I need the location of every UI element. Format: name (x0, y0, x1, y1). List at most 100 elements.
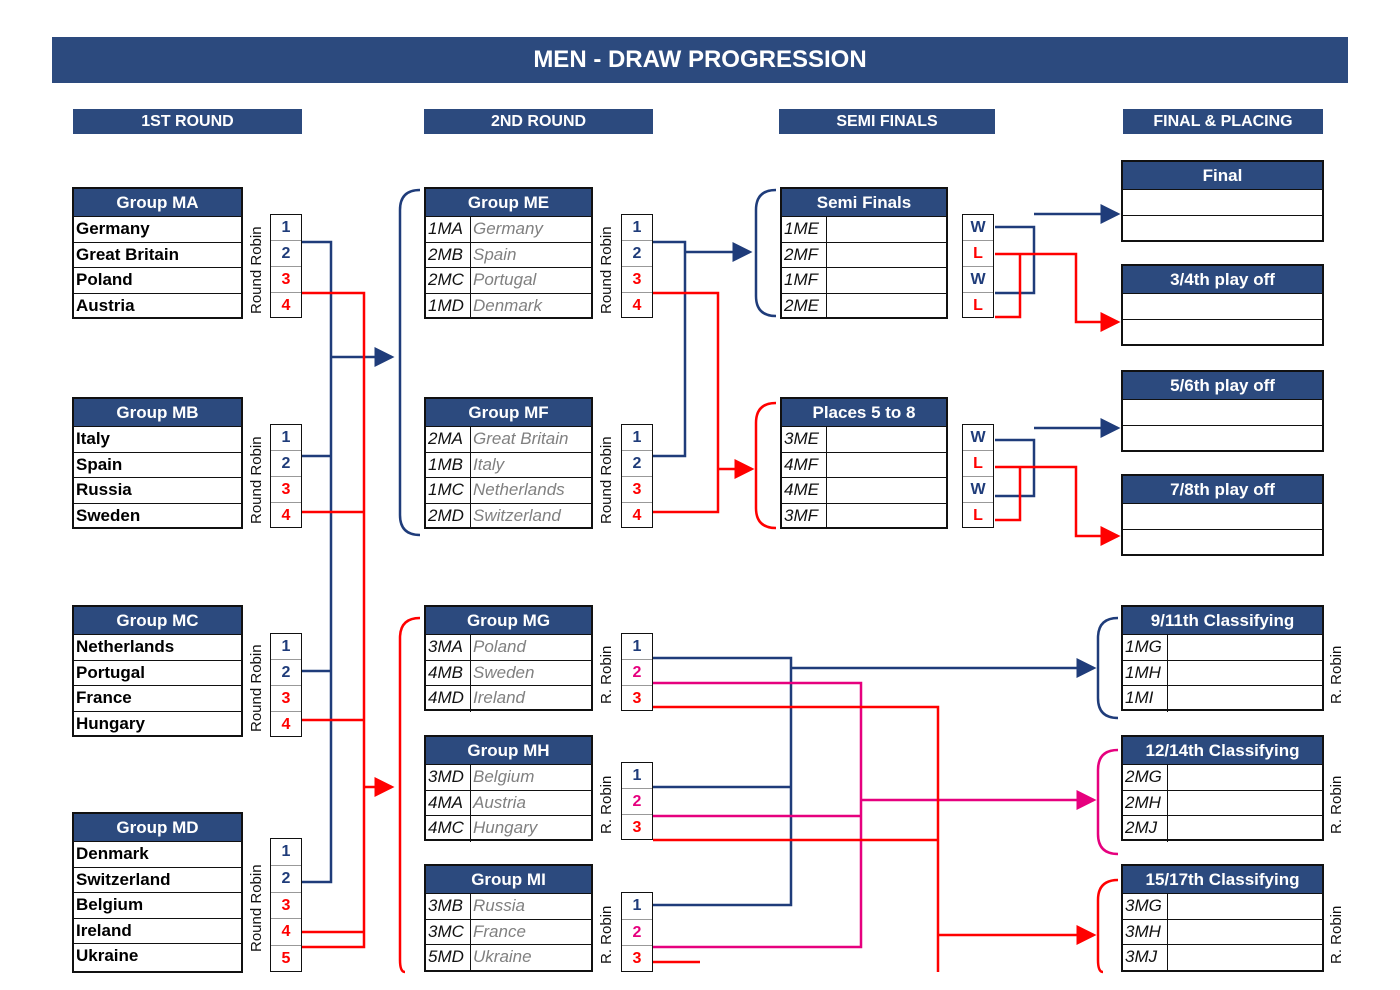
seed-code: 4MB (426, 660, 471, 685)
group-ma: Group MA Germany Great Britain Poland Au… (72, 187, 243, 319)
group-title: Final (1123, 162, 1322, 190)
fifth-sixth-playoff-box: 5/6th play off (1121, 370, 1324, 452)
rank-number: 1 (622, 215, 652, 241)
rank-number: 3 (271, 477, 301, 503)
seed-code: 5MD (426, 945, 471, 971)
column-header-final-placing: FINAL & PLACING (1123, 109, 1323, 134)
rank-number: 2 (622, 660, 652, 686)
seed-code: 3MD (426, 765, 471, 790)
places-5-to-8-group: Places 5 to 8 3ME 4MF 4ME 3MF (780, 397, 948, 529)
team-name: Great Britain (473, 429, 569, 448)
team-name: Russia (76, 480, 132, 499)
team-name: Ireland (76, 920, 132, 940)
team-name: Switzerland (473, 505, 561, 525)
team-name: Ukraine (473, 947, 532, 966)
seed-code: 2MG (1123, 765, 1168, 790)
rank-number: 4 (281, 297, 291, 314)
team-name: Italy (473, 454, 505, 474)
result-loss: L (963, 451, 993, 477)
classifying-12-14: 12/14th Classifying 2MG 2MH 2MJ (1121, 735, 1324, 842)
seed-code: 1MH (1123, 660, 1168, 685)
round-robin-label: Round Robin (248, 436, 265, 524)
rank-column-mg: 1 2 3 (621, 633, 653, 711)
round-robin-label: R. Robin (598, 905, 615, 964)
seventh-eighth-playoff-box: 7/8th play off (1121, 474, 1324, 556)
group-title: Group MG (426, 607, 591, 635)
result-loss: L (973, 507, 983, 524)
round-robin-label: Round Robin (598, 436, 615, 524)
rank-number: 2 (622, 789, 652, 815)
result-win: W (963, 267, 993, 293)
rank-number: 3 (632, 819, 642, 836)
final-box: Final (1121, 160, 1324, 242)
rank-number: 1 (622, 425, 652, 451)
seed-code: 2MJ (1123, 816, 1168, 842)
team-name: Poland (473, 637, 526, 656)
rank-number: 1 (271, 215, 301, 241)
team-name: Denmark (473, 295, 542, 315)
round-robin-label: Round Robin (248, 226, 265, 314)
team-name: Hungary (473, 818, 538, 837)
round-robin-label: R. Robin (1328, 775, 1345, 834)
group-title: Group MH (426, 737, 591, 765)
group-title: 3/4th play off (1123, 266, 1322, 294)
rank-number: 1 (271, 425, 301, 451)
seed-code: 3MG (1123, 894, 1168, 919)
rank-number: 1 (622, 763, 652, 789)
seed-code: 1MF (782, 268, 827, 293)
seed-code: 1MA (426, 217, 471, 242)
group-title: 15/17th Classifying (1123, 866, 1322, 894)
group-title: Group MF (426, 399, 591, 427)
rank-number: 2 (271, 241, 301, 267)
rank-number: 2 (271, 866, 301, 893)
rank-number: 2 (622, 451, 652, 477)
seed-code: 1MB (426, 452, 471, 477)
rank-column-mi: 1 2 3 (621, 892, 653, 972)
group-title: 5/6th play off (1123, 372, 1322, 400)
team-name: Switzerland (76, 869, 171, 889)
group-mc: Group MC Netherlands Portugal France Hun… (72, 605, 243, 737)
rank-number: 1 (271, 634, 301, 660)
team-name: Austria (76, 295, 135, 315)
classifying-15-17: 15/17th Classifying 3MG 3MH 3MJ (1121, 864, 1324, 972)
team-name: Netherlands (473, 480, 565, 499)
team-name: France (473, 921, 526, 941)
result-column-places: W L W L (962, 424, 994, 528)
team-name: Germany (76, 219, 150, 238)
rank-number: 3 (271, 893, 301, 920)
rank-number: 2 (622, 920, 652, 947)
rank-column-me: 1 2 3 4 (621, 214, 653, 318)
team-name: Portugal (473, 270, 537, 289)
team-name: Belgium (76, 895, 144, 914)
group-mb: Group MB Italy Spain Russia Sweden (72, 397, 243, 529)
rank-number: 4 (271, 919, 301, 947)
team-name: Belgium (473, 767, 535, 786)
rank-number: 4 (632, 507, 642, 524)
seed-code: 3MJ (1123, 945, 1168, 971)
column-header-1st-round: 1ST ROUND (73, 109, 302, 134)
rank-number: 3 (271, 686, 301, 712)
seed-code: 4MF (782, 452, 827, 477)
rank-number: 1 (271, 839, 301, 866)
seed-code: 2MH (1123, 790, 1168, 815)
round-robin-label: R. Robin (1328, 645, 1345, 704)
seed-code: 4MD (426, 686, 471, 712)
group-title: 12/14th Classifying (1123, 737, 1322, 765)
group-title: 9/11th Classifying (1123, 607, 1322, 635)
seed-code: 1MC (426, 478, 471, 503)
team-name: Portugal (76, 662, 145, 682)
column-header-semi-finals: SEMI FINALS (779, 109, 995, 134)
rank-column-md: 1 2 3 4 5 (270, 838, 302, 972)
round-robin-label: Round Robin (248, 864, 265, 952)
seed-code: 3MF (782, 503, 827, 529)
group-title: Group MA (74, 189, 241, 217)
semi-finals-group: Semi Finals 1ME 2MF 1MF 2ME (780, 187, 948, 319)
rank-number: 4 (281, 716, 291, 733)
result-win: W (963, 425, 993, 451)
rank-number: 3 (271, 267, 301, 293)
result-win: W (963, 215, 993, 241)
